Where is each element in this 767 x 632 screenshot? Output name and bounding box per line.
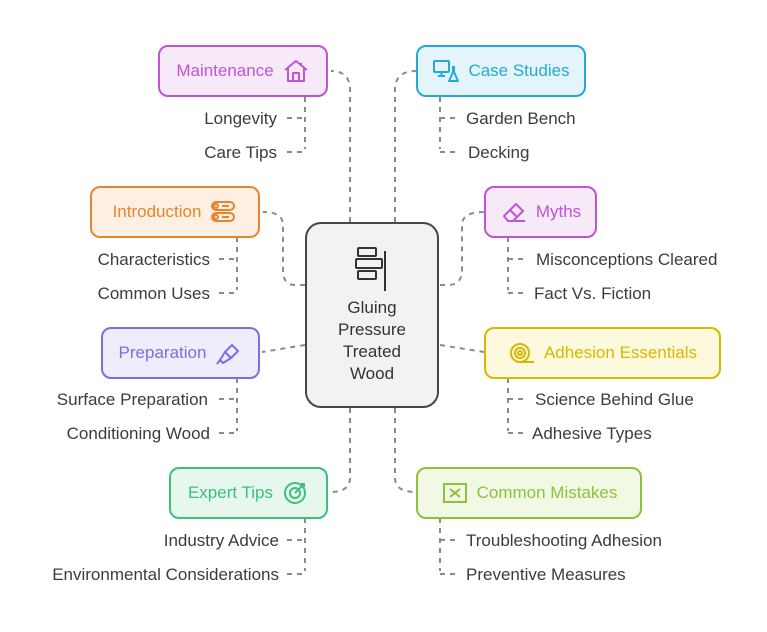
topic-label: Expert Tips [187,483,274,502]
topic-preparation[interactable]: Preparation [101,327,260,379]
topic-label: Maintenance [176,61,274,80]
subtopic-common-uses: Common Uses [97,284,210,303]
topic-label: Myths [535,202,582,221]
subtopic-adhesive-types: Adhesive Types [532,424,652,443]
subtopic-industry-advice: Industry Advice [163,531,279,550]
subtopic-care-tips: Care Tips [204,143,277,162]
central-topic-title: Gluing Pressure Treated Wood [337,298,407,383]
topic-common-mistakes[interactable]: Common Mistakes [416,467,642,519]
topic-myths[interactable]: Myths [484,186,597,238]
subtopic-fact-vs-fiction: Fact Vs. Fiction [534,284,652,303]
topic-label: Case Studies [468,61,570,80]
subtopic-conditioning-wood: Conditioning Wood [66,424,210,443]
central-topic[interactable]: Gluing Pressure Treated Wood [305,222,439,408]
topic-adhesion-essentials[interactable]: Adhesion Essentials [484,327,721,379]
computer-lab-icon [433,60,460,82]
eraser-icon [502,203,525,222]
subtopic-garden-bench: Garden Bench [466,109,576,128]
tape-roll-icon [509,343,534,363]
topic-label: Common Mistakes [476,483,618,502]
logs-icon [211,201,236,222]
topic-label: Introduction [112,202,202,221]
topic-expert-tips[interactable]: Expert Tips [169,467,328,519]
topic-label: Preparation [118,343,207,362]
signpost-icon [355,247,386,291]
subtopic-environmental-considerations: Environmental Considerations [52,565,279,584]
topic-label: Adhesion Essentials [543,343,698,362]
subtopic-troubleshooting-adhesion: Troubleshooting Adhesion [466,531,662,550]
subtopic-preventive-measures: Preventive Measures [466,565,626,584]
subtopic-surface-preparation: Surface Preparation [56,390,208,409]
glue-bottle-icon [216,344,240,365]
topic-case-studies[interactable]: Case Studies [416,45,586,97]
topic-maintenance[interactable]: Maintenance [158,45,328,97]
house-icon [284,60,308,82]
subtopic-characteristics: Characteristics [97,250,210,269]
x-box-icon [442,483,467,503]
subtopic-science-behind-glue: Science Behind Glue [535,390,694,409]
subtopic-decking: Decking [468,143,530,162]
target-icon [284,482,307,504]
topic-introduction[interactable]: Introduction [90,186,260,238]
subtopic-longevity: Longevity [204,109,277,128]
subtopic-misconceptions-cleared: Misconceptions Cleared [536,250,718,269]
